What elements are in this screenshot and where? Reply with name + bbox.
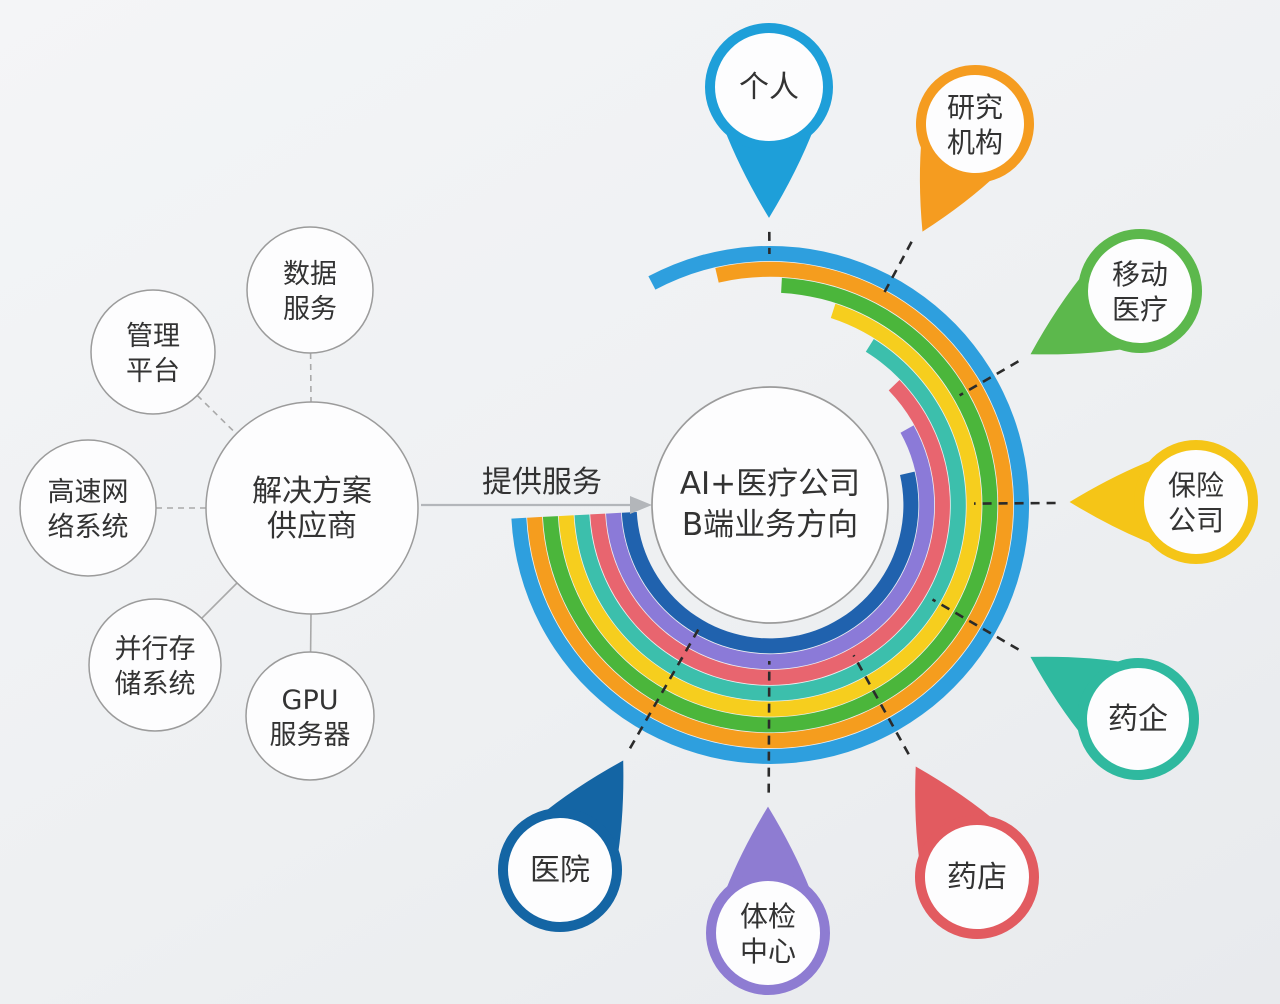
marker-insurance-company [1069, 440, 1258, 564]
node-management-platform-label: 管理平台 [126, 321, 180, 387]
marker-research-institute-label: 研究机构 [947, 91, 1003, 159]
node-solution-provider-label: 解决方案供应商 [252, 474, 372, 544]
ring-segment-pharmacy [590, 380, 950, 685]
pin-tail-icon [915, 766, 1001, 870]
marker-exam-center-label: 体检中心 [740, 900, 796, 968]
node-management-platform [90, 289, 216, 415]
node-solution-provider [205, 401, 419, 615]
arrow-head-icon [630, 496, 652, 514]
node-data-service-label: 数据服务 [283, 259, 337, 325]
marker-connector-hospital [628, 625, 702, 749]
marker-connector-research-institute [880, 241, 913, 299]
marker-pharmacy-label: 药店 [947, 860, 1007, 895]
pin-circle-icon [706, 871, 830, 995]
node-parallel-storage-label: 并行存储系统 [115, 634, 196, 700]
pin-circle-icon [705, 23, 833, 151]
node-gpu-server [245, 651, 375, 781]
node-ai-medical-company [651, 386, 889, 624]
marker-pharma-company [1030, 656, 1199, 780]
pin-tail-icon [919, 134, 1000, 232]
marker-hospital-label: 医院 [530, 853, 590, 888]
marker-connector-insurance-company [973, 501, 1056, 505]
pin-circle-icon [1077, 658, 1199, 780]
pin-circle-icon [916, 65, 1034, 183]
provide-service-label: 提供服务 [482, 465, 602, 500]
marker-insurance-company-label: 保险公司 [1168, 469, 1224, 537]
node-data-service [246, 226, 374, 354]
marker-hospital [498, 760, 624, 932]
pin-circle-icon [498, 808, 622, 932]
pin-circle-icon [915, 815, 1039, 939]
marker-pharmacy [915, 766, 1039, 939]
marker-pharma-company-label: 药企 [1108, 702, 1168, 737]
node-high-speed-network-label: 高速网络系统 [48, 477, 129, 543]
node-parallel-storage [88, 598, 222, 732]
connector-management-platform [196, 394, 237, 435]
marker-exam-center [706, 806, 830, 995]
marker-connector-pharmacy [852, 654, 910, 755]
pin-circle-icon [1078, 229, 1202, 353]
node-high-speed-network [19, 439, 157, 577]
marker-personal-label: 个人 [739, 70, 799, 105]
marker-research-institute [916, 65, 1034, 232]
pin-circle-icon [1134, 440, 1258, 564]
marker-personal [705, 23, 833, 218]
marker-mobile-medical-label: 移动医疗 [1112, 258, 1168, 326]
marker-connector-mobile-medical [958, 360, 1020, 397]
marker-connector-exam-center [767, 660, 771, 793]
marker-mobile-medical [1030, 229, 1202, 355]
connector-parallel-storage [201, 582, 238, 619]
marker-connector-pharma-company [931, 598, 1020, 651]
